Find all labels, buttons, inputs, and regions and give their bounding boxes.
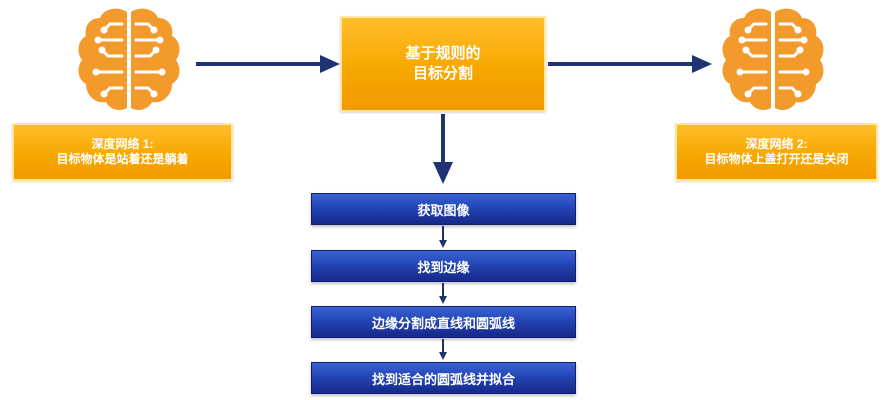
center-box-line1: 基于规则的 (405, 45, 481, 62)
step-acquire-image: 获取图像 (311, 193, 576, 225)
step-split-edges: 边缘分割成直线和圆弧线 (311, 306, 576, 338)
arrow-center-to-steps-head (433, 162, 453, 184)
arrow-step-3-4-head (439, 352, 447, 360)
left-brain-icon (74, 4, 184, 116)
arrow-step-2-3-head (439, 296, 447, 304)
step-label: 找到边缘 (417, 259, 470, 275)
arrow-step-1-2-head (439, 240, 447, 248)
rule-based-segmentation-box: 基于规则的 目标分割 (340, 16, 546, 112)
step-fit-arcs: 找到适合的圆弧线并拟合 (311, 362, 576, 394)
step-label: 边缘分割成直线和圆弧线 (371, 315, 515, 331)
step-find-edges: 找到边缘 (311, 250, 576, 282)
step-label: 找到适合的圆弧线并拟合 (371, 371, 515, 387)
left-box-line1: 深度网络 1: (91, 137, 154, 151)
right-brain-icon (718, 4, 828, 116)
deep-network-1-box: 深度网络 1: 目标物体是站着还是躺着 (12, 123, 233, 181)
arrow-left-to-center-head (320, 55, 340, 73)
deep-network-2-box: 深度网络 2: 目标物体上盖打开还是关闭 (675, 123, 878, 181)
right-box-line2: 目标物体上盖打开还是关闭 (704, 152, 849, 166)
step-label: 获取图像 (417, 202, 470, 218)
center-box-line2: 目标分割 (412, 65, 473, 82)
right-box-line1: 深度网络 2: (745, 137, 808, 151)
left-box-line2: 目标物体是站着还是躺着 (56, 152, 189, 166)
arrow-center-to-right-head (692, 55, 712, 73)
